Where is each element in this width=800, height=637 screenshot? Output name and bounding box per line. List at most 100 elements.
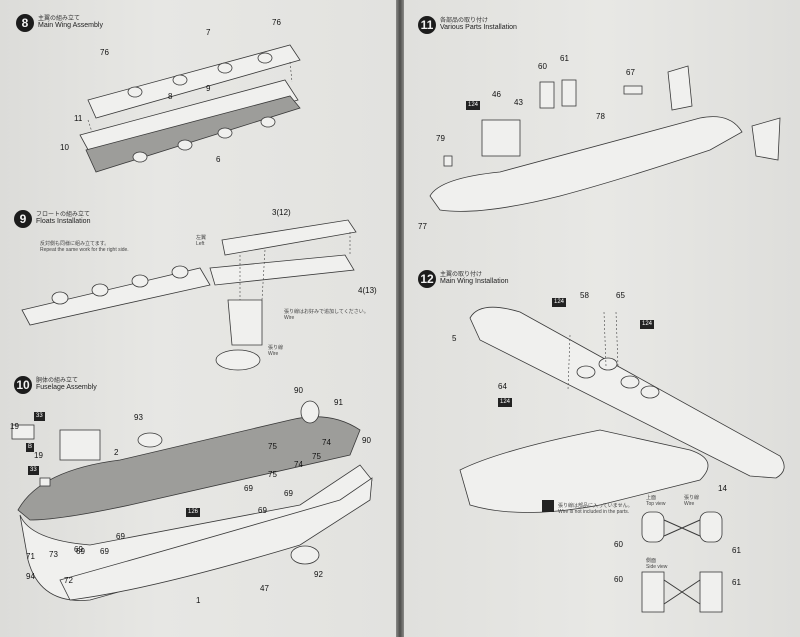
step-10-title-en: Fuselage Assembly — [36, 384, 97, 391]
part-label: 8 — [168, 92, 173, 101]
wire-label-jp: 張り線 — [684, 495, 700, 501]
various-parts-drawing — [429, 65, 781, 212]
part-label: 76 — [100, 48, 109, 57]
step-8-number: 8 — [16, 14, 34, 32]
part-label: 9 — [206, 84, 211, 93]
part-label: 90 — [294, 386, 303, 395]
step-10-title-jp: 胴体の組み立て — [36, 378, 79, 384]
part-label: 4(13) — [358, 286, 377, 295]
part-label: 10 — [60, 143, 69, 152]
step-11-title-en: Various Parts Installation — [440, 24, 517, 31]
part-label: 61 — [732, 546, 741, 555]
left-side-jp: 左翼 — [196, 235, 207, 241]
part-label: 58 — [580, 291, 589, 300]
part-label: 60 — [614, 575, 623, 584]
part-label: 92 — [314, 570, 323, 579]
part-label-boxed: 124 — [498, 398, 513, 407]
part-label-boxed: 124 — [640, 320, 655, 329]
main-wing-installation-drawing — [459, 306, 785, 613]
step-12-title-en: Main Wing Installation — [440, 278, 509, 285]
part-label: 69 — [258, 506, 267, 515]
part-label: 5 — [452, 334, 457, 343]
part-label-boxed: 33 — [28, 466, 39, 475]
part-label: 69 — [100, 547, 109, 556]
part-label: 79 — [436, 134, 445, 143]
part-label: 61 — [560, 54, 569, 63]
part-label: 69 — [284, 489, 293, 498]
part-label: 75 — [312, 452, 321, 461]
part-label: 65 — [616, 291, 625, 300]
part-label: 47 — [260, 584, 269, 593]
part-label: 6 — [216, 155, 221, 164]
part-label: 69 — [74, 545, 83, 554]
step-9-title-en: Floats Installation — [36, 218, 91, 225]
step-10-number: 10 — [14, 376, 32, 394]
step-12-number: 12 — [418, 270, 436, 288]
part-label: 93 — [134, 413, 143, 422]
part-label: 43 — [514, 98, 523, 107]
part-label: 76 — [272, 18, 281, 27]
part-label: 73 — [49, 550, 58, 559]
step-9-note-en: Repeat the same work for the right side. — [40, 247, 129, 253]
step-8-title-jp: 主翼の組み立て — [38, 16, 81, 22]
wire-label-jp: 張り線 — [268, 345, 284, 351]
part-label-boxed: 124 — [552, 298, 567, 307]
part-label: 3(12) — [272, 208, 291, 217]
part-label: 69 — [76, 547, 85, 556]
wire-note-en: Wire — [284, 315, 295, 321]
part-label: 19 — [34, 451, 43, 460]
side-view-jp: 側面 — [646, 558, 657, 564]
part-label: 67 — [626, 68, 635, 77]
part-label: 64 — [498, 382, 507, 391]
part-label-boxed: 126 — [186, 508, 201, 517]
step-12-title-jp: 主翼の取り付け — [440, 272, 483, 278]
part-label: 14 — [718, 484, 727, 493]
part-label: 19 — [10, 422, 19, 431]
wire-label-en: Wire — [268, 351, 279, 357]
part-label: 11 — [74, 114, 83, 123]
top-view-en: Top view — [646, 501, 666, 507]
part-label: 60 — [614, 540, 623, 549]
floats-installation-drawing — [21, 219, 357, 371]
part-label: 61 — [732, 578, 741, 587]
left-side-en: Left — [196, 241, 205, 247]
part-label: 75 — [268, 442, 277, 451]
wire-note-jp: 張り線はお好みで追加してください。 — [284, 309, 369, 315]
part-label: 69 — [244, 484, 253, 493]
part-label: 46 — [492, 90, 501, 99]
step-11-number: 11 — [418, 16, 436, 34]
step-9-title-jp: フロートの組み立て — [36, 212, 91, 218]
top-view-jp: 上面 — [646, 495, 657, 501]
part-label: 94 — [26, 572, 35, 581]
main-wing-assembly-drawing — [79, 44, 301, 173]
part-label: 72 — [64, 576, 73, 585]
part-label-boxed: 33 — [34, 412, 45, 421]
part-label: 74 — [322, 438, 331, 447]
part-label: 74 — [294, 460, 303, 469]
part-label: 77 — [418, 222, 427, 231]
part-label-boxed: B — [26, 443, 35, 452]
part-label: 2 — [114, 448, 119, 457]
part-label-boxed: 124 — [466, 101, 481, 110]
wire-label-en: Wire — [684, 501, 695, 507]
step-11-title-jp: 各部品の取り付け — [440, 18, 489, 24]
part-label: 90 — [362, 436, 371, 445]
part-label: 91 — [334, 398, 343, 407]
part-label: 60 — [538, 62, 547, 71]
step-9-note-jp: 反対側も同様に組み立てます。 — [40, 241, 110, 247]
book-gutter — [396, 0, 404, 637]
step-8-title-en: Main Wing Assembly — [38, 22, 103, 29]
part-label: 1 — [196, 596, 201, 605]
step-9-number: 9 — [14, 210, 32, 228]
wire-not-included-jp: 張り線は部品に入っていません。 — [558, 503, 633, 509]
side-view-en: Side view — [646, 564, 668, 570]
part-label: 75 — [268, 470, 277, 479]
part-label: 7 — [206, 28, 211, 37]
part-label: 78 — [596, 112, 605, 121]
part-label: 69 — [116, 532, 125, 541]
fuselage-assembly-drawing — [11, 400, 373, 601]
wire-not-included-en: Wire is not included in the parts. — [558, 509, 630, 515]
part-label: 71 — [26, 552, 35, 561]
